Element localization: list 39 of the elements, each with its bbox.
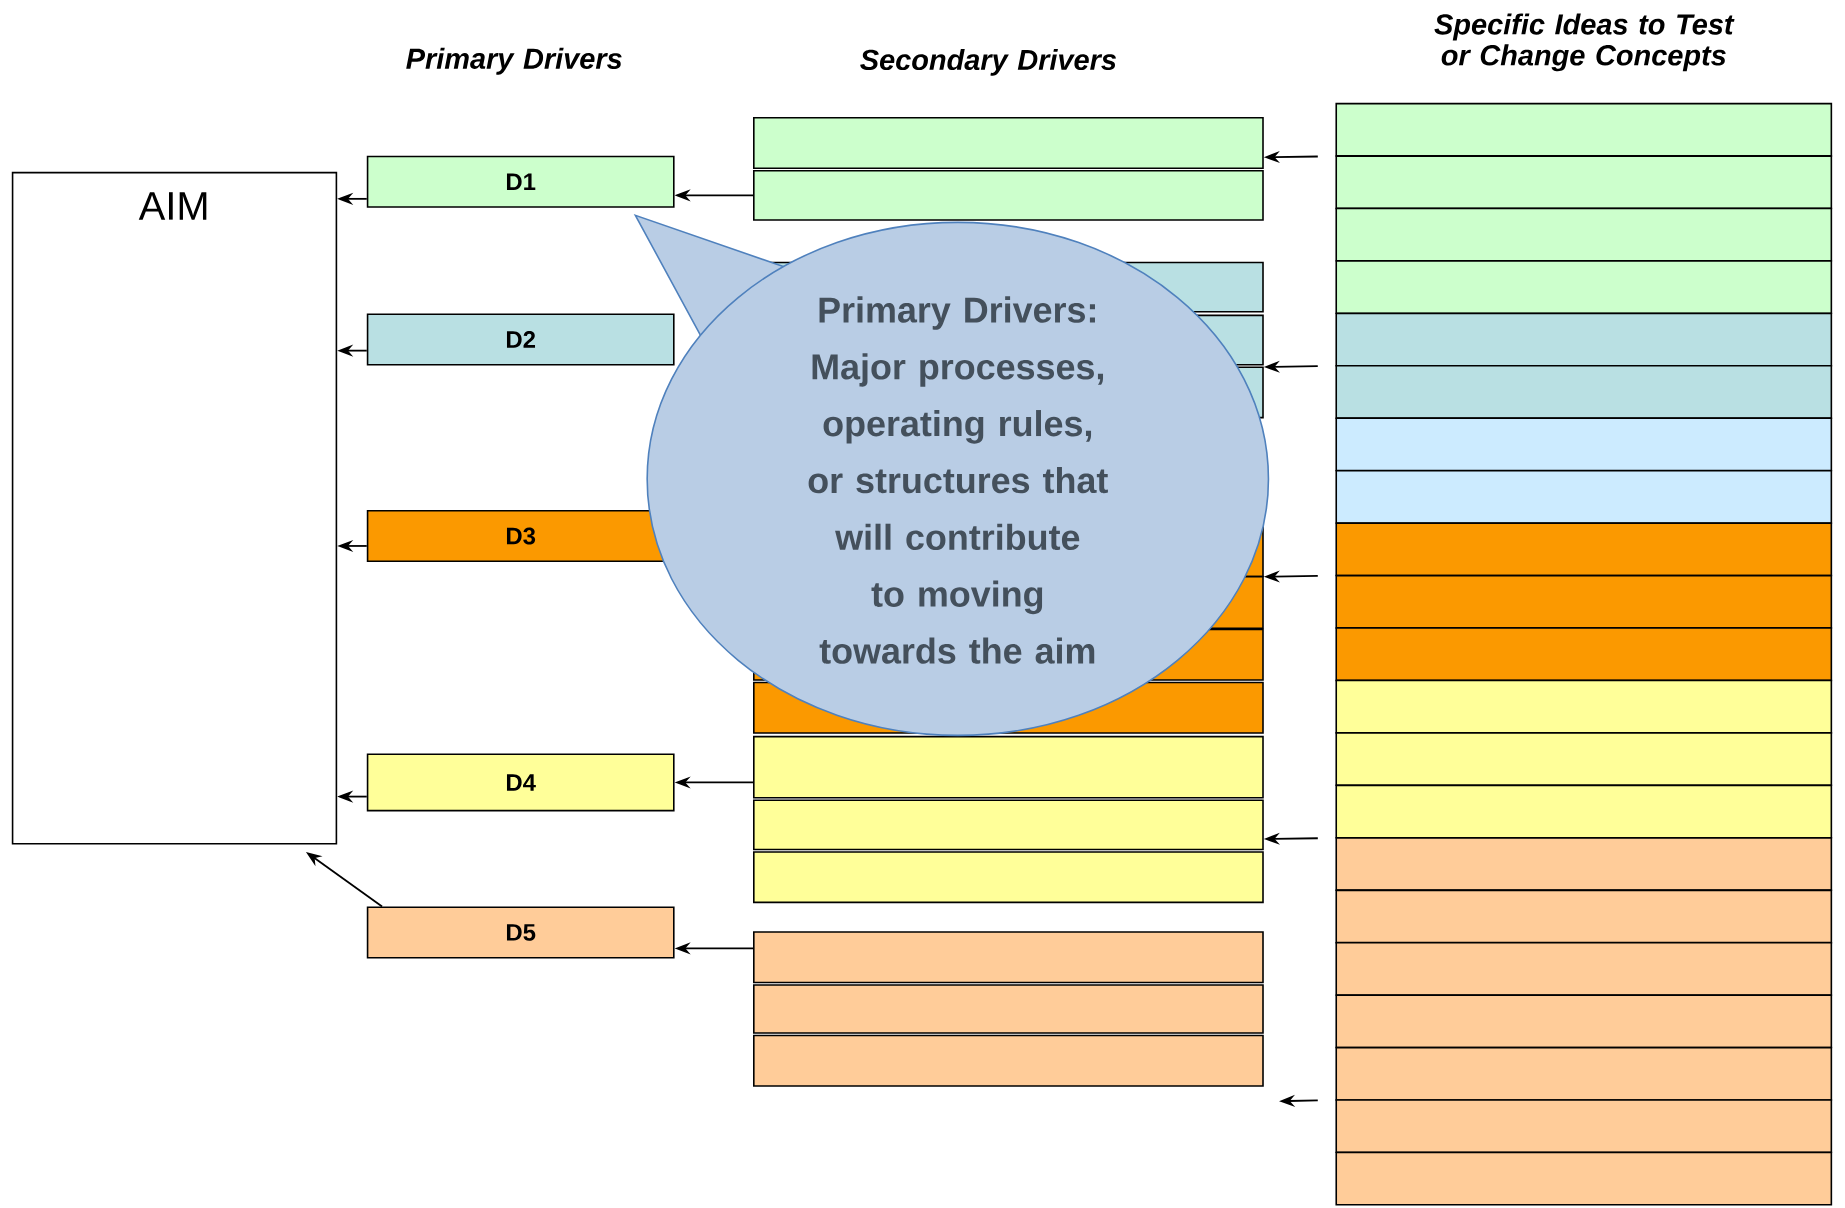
secondary-driver-box	[753, 931, 1264, 984]
idea-box	[1335, 207, 1833, 262]
idea-box	[1335, 574, 1833, 629]
idea-box	[1335, 102, 1833, 157]
driver-box: D4	[366, 753, 675, 812]
column-heading: Secondary Drivers	[860, 48, 1116, 76]
idea-box	[1335, 469, 1833, 524]
driver-box: D5	[366, 906, 675, 959]
idea-box	[1335, 836, 1833, 891]
aim-box: AIM	[11, 171, 338, 845]
idea-box	[1335, 731, 1833, 786]
idea-box	[1335, 522, 1833, 577]
secondary-driver-box	[753, 799, 1264, 851]
idea-box	[1335, 679, 1833, 734]
column-heading: Specific Ideas to Test or Change Concepts	[1434, 13, 1735, 72]
callout-tooltip: Primary Drivers: Major processes, operating rules, or structures that will contribute to moving towards the aim	[633, 213, 1270, 736]
secondary-driver-box	[753, 116, 1264, 169]
idea-box	[1335, 941, 1833, 996]
idea-box	[1335, 627, 1833, 681]
idea-box	[1335, 1046, 1833, 1101]
idea-box	[1335, 1151, 1833, 1206]
idea-box	[1335, 1099, 1833, 1153]
column-heading: Primary Drivers	[406, 47, 622, 75]
secondary-driver-box	[753, 983, 1264, 1034]
idea-box	[1335, 889, 1833, 944]
idea-box	[1335, 994, 1833, 1049]
secondary-driver-box	[753, 850, 1264, 903]
driver-box: D3	[366, 509, 675, 562]
idea-box	[1335, 364, 1833, 419]
idea-box	[1335, 312, 1833, 367]
driver-box: D1	[366, 155, 675, 208]
idea-box	[1335, 155, 1833, 209]
driver-box: D2	[366, 313, 675, 366]
secondary-driver-box	[753, 169, 1264, 221]
idea-box	[1335, 417, 1833, 472]
idea-box	[1335, 784, 1833, 839]
secondary-driver-box	[753, 735, 1264, 799]
idea-box	[1335, 259, 1833, 314]
secondary-driver-box	[753, 1034, 1264, 1087]
